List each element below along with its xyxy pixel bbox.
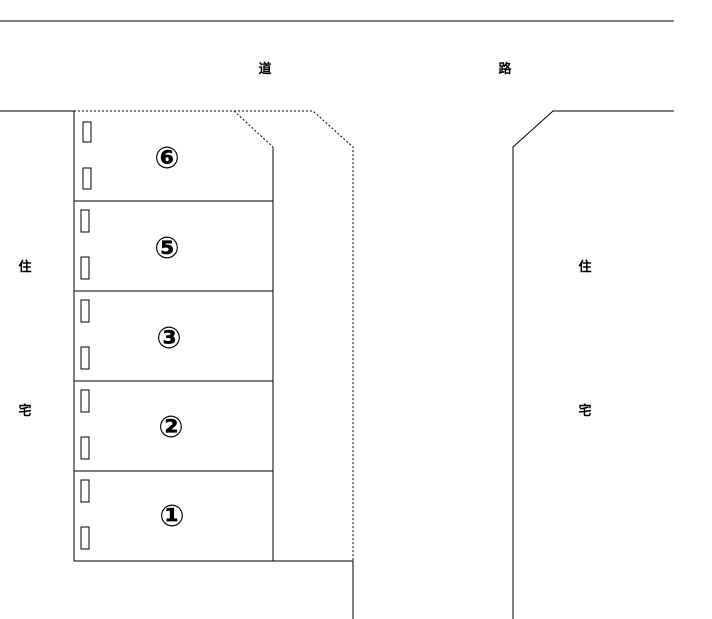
parking-marker bbox=[80, 209, 90, 233]
lot-number-3: ③ bbox=[156, 321, 181, 356]
road-label-left: 道 bbox=[258, 61, 271, 77]
parking-marker bbox=[82, 121, 92, 143]
right-block-boundary bbox=[512, 110, 674, 619]
parking-marker bbox=[80, 299, 90, 323]
lot-number-2: ② bbox=[158, 410, 183, 445]
parking-marker bbox=[80, 256, 90, 280]
parking-marker bbox=[82, 167, 92, 190]
road-label-right: 路 bbox=[498, 61, 512, 77]
right-house-label-bottom: 宅 bbox=[578, 403, 591, 419]
left-house-label-bottom: 宅 bbox=[18, 403, 31, 419]
parking-marker bbox=[80, 346, 90, 370]
parking-marker bbox=[80, 479, 90, 503]
right-house-label-top: 住 bbox=[578, 259, 591, 275]
lot-number-1: ① bbox=[159, 499, 184, 534]
lot-number-5: ⑤ bbox=[154, 231, 179, 266]
left-house-label-top: 住 bbox=[18, 259, 31, 275]
parking-markers bbox=[80, 121, 92, 550]
parking-marker bbox=[80, 436, 90, 460]
parking-marker bbox=[80, 526, 90, 550]
parking-marker bbox=[80, 389, 90, 413]
access-road-outline bbox=[234, 110, 354, 561]
south-boundary bbox=[273, 560, 354, 619]
lot-number-6: ⑥ bbox=[154, 141, 179, 176]
lot-block-outline bbox=[73, 111, 273, 562]
